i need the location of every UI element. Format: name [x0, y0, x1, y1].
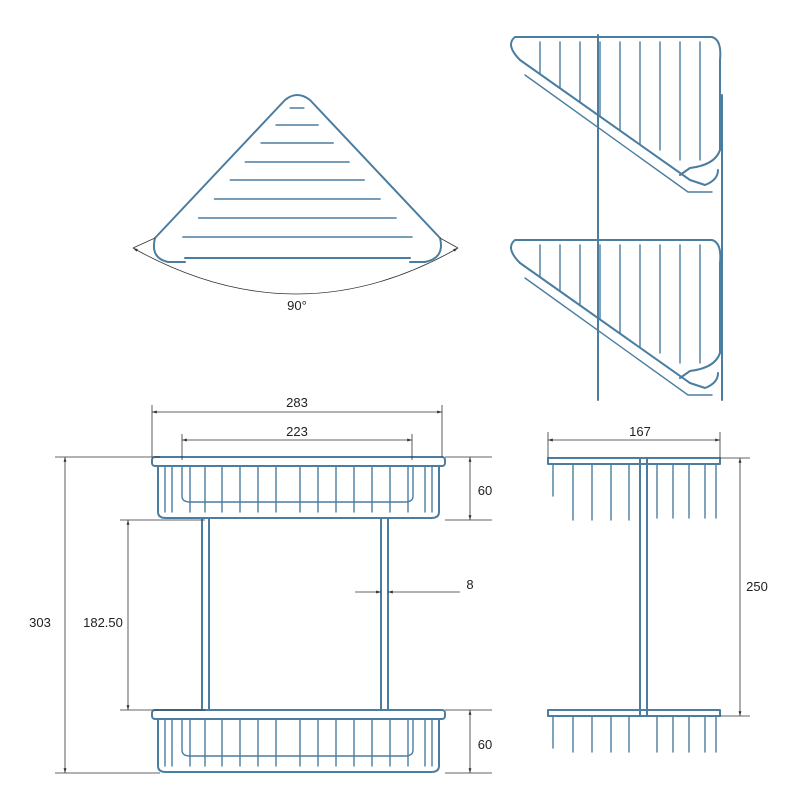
shelf-spacing-label: 182.50	[83, 615, 123, 630]
front-pole-left	[201, 517, 210, 711]
top-basket-inner-rail	[181, 465, 414, 503]
top-basket-height-label: 60	[478, 483, 492, 498]
angle-extension	[132, 237, 156, 249]
angle-label: 90°	[287, 298, 307, 313]
side-height-label: 250	[746, 579, 768, 594]
top-basket-rim	[151, 456, 446, 467]
overall-width-label: 283	[286, 395, 308, 410]
perspective-basket-frame	[510, 36, 722, 176]
side-top-rim	[547, 457, 721, 465]
top-basket-bottom-rail	[157, 465, 440, 519]
top-view-frame	[152, 94, 442, 263]
angle-arc	[132, 247, 459, 295]
rod-diameter-label: 8	[466, 577, 473, 592]
perspective-basket-frame	[510, 239, 722, 379]
front-view: 283 223 303 182.50 60 60 8	[29, 395, 492, 774]
angle-extension	[439, 237, 459, 249]
overall-height-label: 303	[29, 615, 51, 630]
bottom-basket-bottom-rail	[157, 718, 440, 773]
side-view: 167 250	[547, 424, 768, 753]
bottom-basket-height-label: 60	[478, 737, 492, 752]
front-pole-right	[380, 517, 389, 711]
inner-width-label: 223	[286, 424, 308, 439]
top-view: 90°	[132, 94, 459, 313]
perspective-view	[510, 34, 723, 401]
perspective-basket-diagonal	[519, 262, 719, 389]
side-pole	[639, 457, 648, 717]
perspective-basket-lower-rail	[524, 74, 713, 193]
bottom-basket-rim	[151, 709, 446, 720]
side-bottom-rim	[547, 709, 721, 717]
bottom-basket-inner-rail	[181, 718, 414, 757]
depth-label: 167	[629, 424, 651, 439]
perspective-basket-diagonal	[519, 59, 719, 186]
perspective-basket-lower-rail	[524, 277, 713, 396]
